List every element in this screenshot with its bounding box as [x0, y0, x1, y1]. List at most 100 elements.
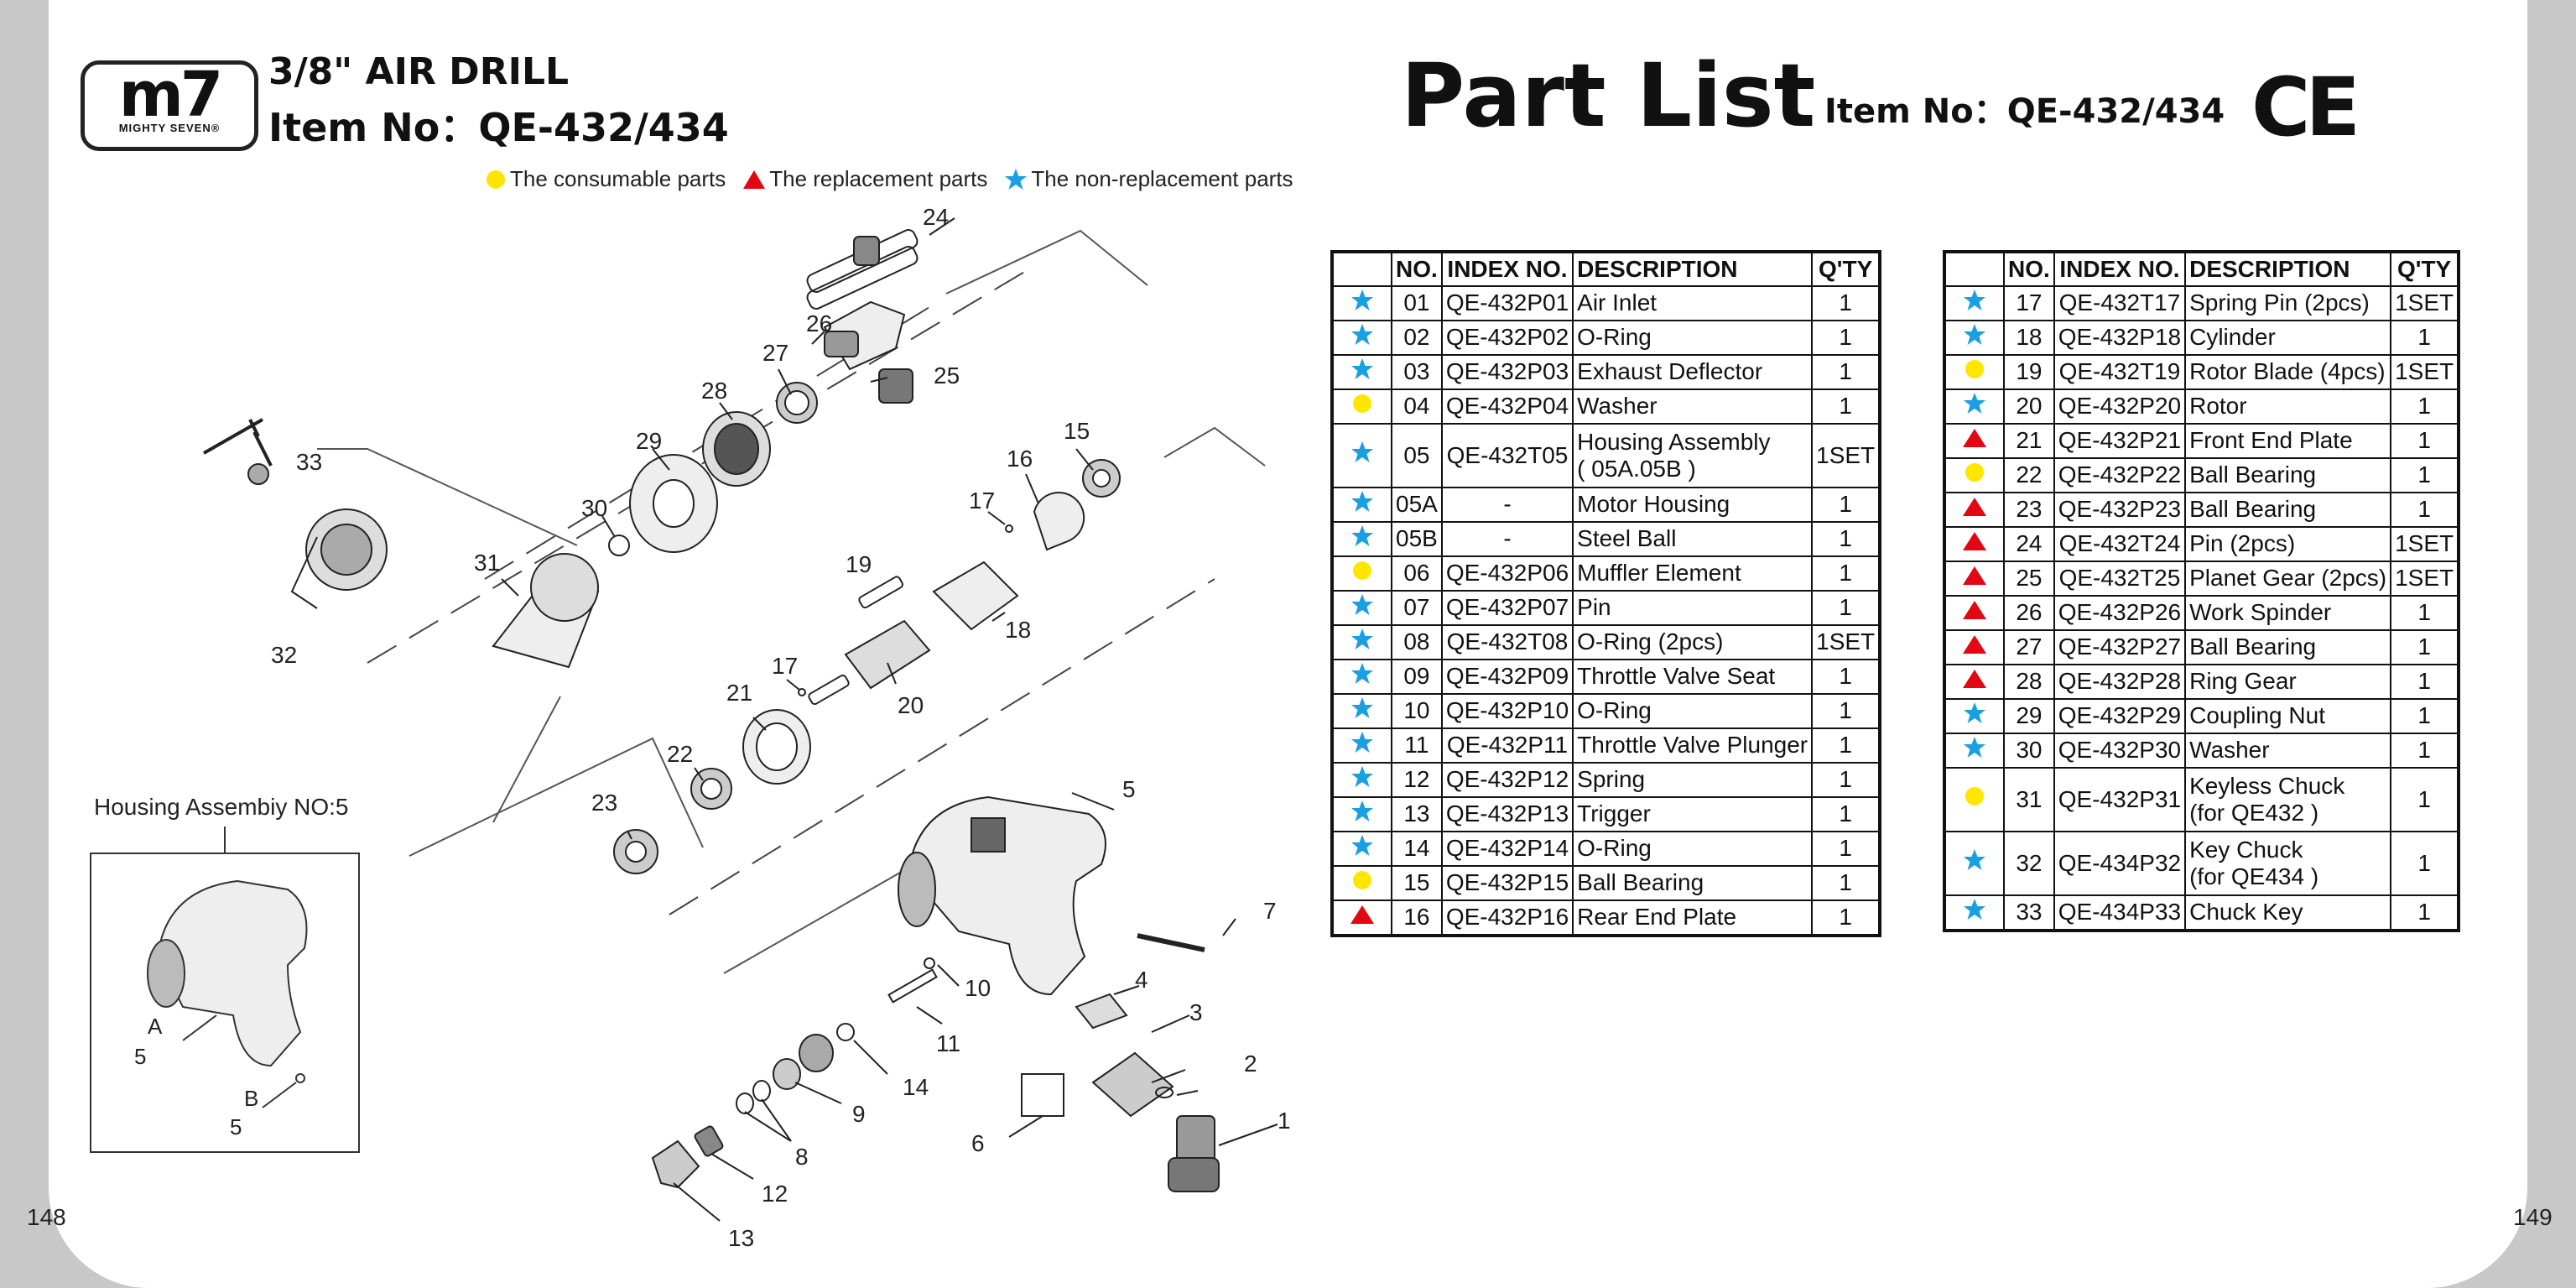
- part-index-no: QE-432P01: [1440, 285, 1574, 321]
- callout-26: 26: [806, 310, 832, 336]
- part-description-line1: O-Ring: [1577, 324, 1652, 351]
- red-triangle-icon: [1350, 905, 1374, 924]
- part-qty: 1: [2390, 664, 2460, 700]
- part-description: Throttle Valve Plunger: [1572, 727, 1814, 764]
- part-index-no: -: [1440, 521, 1574, 557]
- part-no: 25: [2003, 561, 2055, 597]
- callout-19: 19: [846, 551, 872, 577]
- legend-consumable: The consumable parts: [485, 166, 726, 192]
- part-index-no: QE-432T19: [2053, 354, 2187, 390]
- part-index-no: QE-432P06: [1440, 555, 1574, 592]
- part-no: 12: [1391, 762, 1443, 798]
- part-description-line2: ( 05A.05B ): [1577, 456, 1696, 482]
- logo-subtitle: MIGHTY SEVEN®: [118, 122, 221, 134]
- part-qty: 1: [2390, 320, 2460, 356]
- part-no: 14: [1391, 831, 1443, 867]
- part-qty: 1: [2390, 492, 2460, 528]
- part-description-line1: Key Chuck: [2189, 836, 2303, 863]
- part-qty: 1: [1811, 555, 1881, 592]
- part-index-no: QE-432P14: [1440, 831, 1574, 867]
- red-triangle-icon: [1963, 600, 1986, 619]
- part-type-symbol: [1331, 796, 1392, 832]
- blue-star-icon: [1351, 524, 1373, 546]
- part-no: 24: [2003, 526, 2055, 562]
- part-description: Washer: [1572, 388, 1814, 425]
- part-type-symbol: [1331, 727, 1392, 764]
- part-no: 05: [1391, 423, 1443, 488]
- part-no: 04: [1391, 388, 1443, 425]
- part-type-symbol: [1331, 762, 1392, 798]
- callout-25: 25: [934, 362, 960, 388]
- yellow-circle-icon: [487, 169, 505, 189]
- page-number-left: 148: [27, 1204, 66, 1230]
- part-no: 32: [2003, 831, 2055, 896]
- part-description-line1: Cylinder: [2189, 324, 2276, 351]
- part-type-symbol: [1944, 664, 2005, 700]
- part-no: 23: [2003, 492, 2055, 528]
- part-type-symbol: [1331, 590, 1392, 626]
- blue-star-icon: [1351, 628, 1373, 649]
- blue-star-icon: [1964, 323, 1985, 345]
- part-type-symbol: [1944, 492, 2005, 528]
- housing-label-5b: 5: [230, 1114, 242, 1139]
- part-description-line1: Trigger: [1577, 800, 1651, 827]
- blue-star-icon: [1351, 289, 1373, 310]
- part-no: 06: [1391, 555, 1443, 592]
- part-description-line1: O-Ring (2pcs): [1577, 628, 1724, 655]
- part-index-no: QE-432T17: [2053, 285, 2187, 321]
- part-no: 30: [2003, 733, 2055, 769]
- blue-star-icon: [1351, 357, 1373, 379]
- legend-non-replacement-label: The non-replacement parts: [1031, 166, 1293, 191]
- part-description: Steel Ball: [1572, 521, 1814, 557]
- part-no: 22: [2003, 457, 2055, 493]
- red-triangle-icon: [1963, 566, 1986, 585]
- callout-labels: 1 2 3 4 5 6 7 8 9 10 11 12 13 14 15 16 1…: [271, 204, 1291, 1251]
- part-index-no: QE-432P22: [2053, 457, 2187, 493]
- part-description-line1: Chuck Key: [2189, 899, 2303, 926]
- blue-star-icon: [1351, 662, 1373, 684]
- part-qty: 1: [2390, 733, 2460, 769]
- part-index-no: QE-432P30: [2053, 733, 2187, 769]
- part-description: Spring: [1572, 762, 1814, 798]
- part-description-line2: (for QE432 ): [2189, 800, 2319, 826]
- legend-replacement-label: The replacement parts: [769, 166, 988, 191]
- part-description-line1: Spring Pin (2pcs): [2189, 289, 2370, 316]
- part-type-symbol: [1331, 521, 1392, 557]
- part-index-no: QE-432P23: [2053, 492, 2187, 528]
- blue-star-icon: [1964, 736, 1985, 758]
- callout-9: 9: [852, 1101, 866, 1127]
- part-description-line1: Washer: [2189, 737, 2270, 764]
- part-type-symbol: [1331, 388, 1392, 425]
- callout-22: 22: [667, 741, 693, 767]
- callout-15: 15: [1064, 418, 1090, 444]
- group-outlines: [317, 229, 1266, 974]
- yellow-circle-icon: [1965, 359, 1984, 378]
- callout-4: 4: [1135, 967, 1148, 993]
- part-index-no: QE-432P12: [1440, 762, 1574, 798]
- yellow-circle-icon: [1353, 394, 1371, 413]
- part-description: Ring Gear: [2184, 664, 2392, 700]
- blue-star-icon: [1351, 490, 1373, 512]
- part-description: Keyless Chuck(for QE432 ): [2184, 767, 2392, 832]
- part-qty: 1: [1811, 285, 1881, 321]
- part-no: 07: [1391, 590, 1443, 626]
- part-type-symbol: [1944, 733, 2005, 769]
- part-qty: 1: [1811, 320, 1881, 356]
- red-triangle-icon: [1963, 531, 1986, 550]
- callout-20: 20: [898, 692, 924, 718]
- blue-star-icon: [1351, 323, 1373, 345]
- blue-star-icon: [1005, 168, 1028, 190]
- part-no: 11: [1391, 727, 1443, 764]
- exploded-diagram: 1 2 3 4 5 6 7 8 9 10 11 12 13 14 15 16 1…: [203, 204, 1291, 1251]
- red-triangle-icon: [743, 169, 766, 189]
